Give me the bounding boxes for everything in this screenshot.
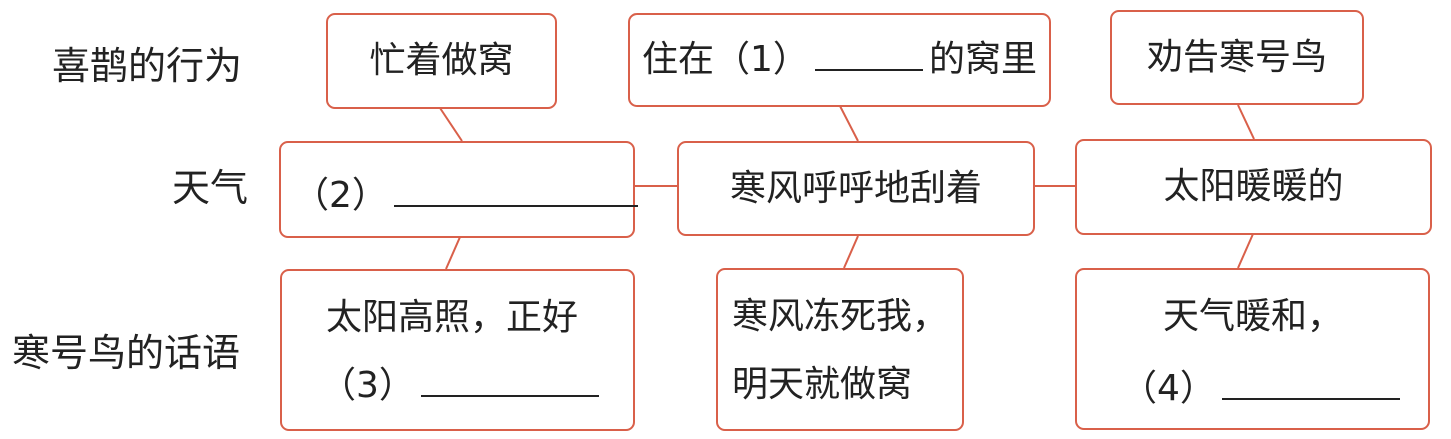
- speech-text-1-line-2: （3）: [320, 363, 605, 409]
- connector-w1-s1: [445, 236, 461, 270]
- connector-b3-w3: [1237, 104, 1255, 140]
- speech-box-1: 太阳高照，正好 （3）: [280, 269, 635, 431]
- weather-text-2: 寒风呼呼地刮着: [729, 167, 982, 209]
- speech-text-3-line-2: （4）: [1121, 366, 1406, 412]
- behavior-text-2-prefix: 住在（1）: [642, 39, 809, 80]
- behavior-box-1: 忙着做窝: [326, 13, 557, 109]
- behavior-text-2-suffix: 的窝里: [928, 39, 1037, 80]
- weather-box-1: （2）: [279, 141, 638, 238]
- blank-4[interactable]: [1221, 368, 1400, 400]
- row-label-weather: 天气: [172, 166, 249, 210]
- behavior-text-1: 忙着做窝: [369, 40, 514, 81]
- behavior-box-2: 住在（1） 的窝里: [628, 13, 1051, 107]
- connector-w2-s2: [843, 235, 859, 269]
- speech-text-3-prefix: （4）: [1121, 368, 1216, 409]
- blank-3[interactable]: [420, 365, 599, 397]
- weather-box-2: 寒风呼呼地刮着: [677, 141, 1035, 236]
- behavior-text-2: 住在（1） 的窝里: [630, 37, 1049, 83]
- row-label-behavior: 喜鹊的行为: [52, 44, 243, 88]
- connector-w3-s3: [1237, 233, 1254, 269]
- blank-2[interactable]: [393, 175, 638, 207]
- behavior-box-3: 劝告寒号鸟: [1110, 10, 1364, 105]
- connector-b1-w1: [439, 107, 463, 142]
- speech-text-2-line-2: 明天就做窝: [732, 364, 913, 405]
- behavior-text-3: 劝告寒号鸟: [1146, 36, 1327, 78]
- speech-text-1-line-1: 太阳高照，正好: [326, 297, 579, 338]
- speech-text-2-line-1: 寒风冻死我，: [732, 296, 949, 337]
- weather-box-3: 太阳暖暖的: [1075, 139, 1432, 235]
- speech-text-3-line-1: 天气暖和，: [1163, 296, 1344, 337]
- weather-text-1-prefix: （2）: [293, 175, 388, 216]
- connector-b2-w2: [839, 105, 859, 142]
- weather-text-3: 太阳暖暖的: [1163, 166, 1344, 207]
- speech-box-2: 寒风冻死我， 明天就做窝: [716, 268, 964, 431]
- blank-1[interactable]: [814, 39, 923, 71]
- weather-text-1: （2）: [293, 173, 644, 219]
- row-label-speech: 寒号鸟的话语: [12, 331, 241, 375]
- speech-text-1-prefix: （3）: [320, 365, 415, 406]
- speech-box-3: 天气暖和， （4）: [1075, 268, 1430, 430]
